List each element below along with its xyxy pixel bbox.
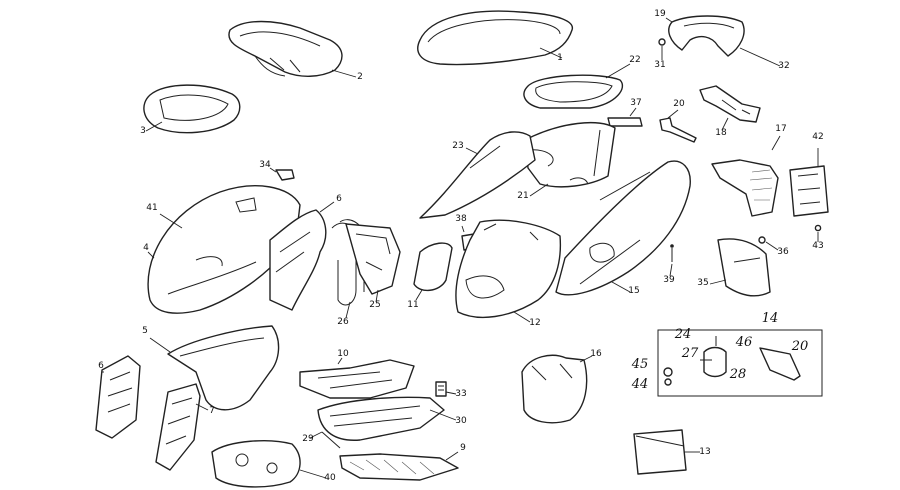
callout-25: 25: [369, 300, 380, 310]
part-gasket: [523, 63, 631, 109]
callout-27: 27: [681, 346, 699, 361]
callout-17: 17: [775, 124, 786, 134]
callout-19: 19: [654, 9, 666, 19]
callout-2: 2: [357, 72, 363, 82]
callout-43: 43: [812, 241, 823, 251]
part-headlight-cover: [143, 84, 241, 134]
callout-16: 16: [590, 349, 602, 359]
part-front-fender: [149, 325, 280, 411]
callout-41: 41: [146, 203, 157, 213]
part-block-37: [607, 107, 643, 127]
callout-26: 26: [337, 317, 349, 327]
callout-23: 23: [452, 141, 463, 151]
part-document-bag: [633, 429, 700, 475]
part-side-panel-23: [419, 131, 536, 219]
part-seat: [417, 10, 574, 66]
callout-11: 11: [407, 300, 418, 310]
callout-45: 45: [631, 357, 649, 372]
part-rear-cover: [228, 20, 357, 78]
callout-22: 22: [629, 55, 640, 65]
part-side-panel-15: [555, 160, 691, 296]
callout-35: 35: [697, 278, 708, 288]
callout-1: 1: [557, 53, 563, 63]
callout-13: 13: [699, 447, 710, 457]
part-leg-shield: [455, 219, 562, 323]
part-side-piece-7: [155, 383, 209, 471]
callout-31: 31: [654, 60, 665, 70]
callout-46: 46: [735, 335, 753, 350]
part-mat-29: [309, 431, 341, 449]
part-bracket-25: [345, 223, 401, 303]
callout-9: 9: [460, 443, 466, 453]
part-mat-40: [211, 440, 327, 488]
callout-3: 3: [140, 126, 146, 136]
part-door-11: [413, 242, 453, 301]
callout-15: 15: [628, 286, 639, 296]
part-floor-tray: [317, 396, 457, 441]
part-bracket-18: [699, 85, 761, 131]
part-clip-36: [758, 236, 779, 251]
callout-39: 39: [663, 275, 675, 285]
part-storage-box: [524, 122, 616, 197]
callout-5: 5: [142, 326, 148, 336]
callout-30: 30: [455, 416, 467, 426]
callout-6: 6: [98, 361, 104, 371]
part-clip-34: [269, 167, 295, 181]
part-lockset-box: [657, 329, 823, 397]
callout-18: 18: [715, 128, 727, 138]
part-lock-rod: [659, 109, 697, 143]
callout-20: 20: [791, 339, 809, 354]
callout-29: 29: [302, 434, 314, 444]
part-mount-plate: [789, 148, 829, 242]
callout-32: 32: [778, 61, 789, 71]
part-rail-9: [339, 451, 459, 481]
callout-12: 12: [529, 318, 540, 328]
callout-44: 44: [631, 377, 649, 392]
callout-33: 33: [455, 389, 466, 399]
part-footboard-frame: [299, 357, 415, 399]
part-fastener-33: [435, 381, 457, 397]
callout-36: 36: [777, 247, 789, 257]
callout-4: 4: [143, 243, 149, 253]
callout-20: 20: [673, 99, 685, 109]
callout-21: 21: [517, 191, 528, 201]
callout-34: 34: [259, 160, 271, 170]
callout-40: 40: [324, 473, 336, 483]
part-side-piece-6: [95, 355, 141, 439]
part-rear-handle: [665, 15, 781, 67]
callout-37: 37: [630, 98, 641, 108]
part-inner-shield: [269, 201, 335, 311]
callout-7: 7: [209, 406, 215, 416]
part-glove-box: [521, 354, 593, 424]
callout-10: 10: [337, 349, 349, 359]
part-bracket-17: [711, 135, 781, 217]
part-front-shield: [147, 185, 301, 314]
callout-38: 38: [455, 214, 467, 224]
callout-24: 24: [674, 327, 692, 342]
callout-labels: 1234566791011121314151617181920212223242…: [98, 9, 824, 483]
callout-28: 28: [729, 367, 747, 382]
callout-42: 42: [812, 132, 823, 142]
part-panel-35: [709, 238, 771, 297]
part-nut-31: [658, 38, 666, 60]
callout-6: 6: [336, 194, 342, 204]
part-screw-39: [669, 244, 674, 277]
callout-14: 14: [762, 311, 779, 326]
